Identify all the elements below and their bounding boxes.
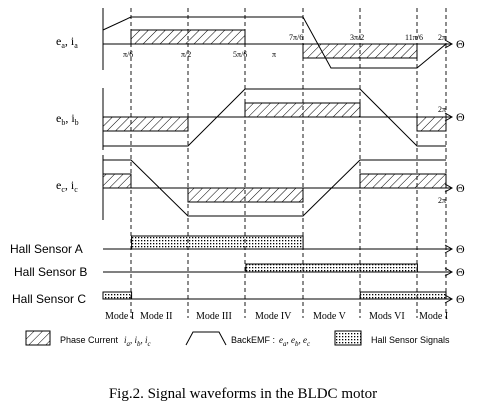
panel-c-tick-2pi: 2π — [438, 196, 446, 205]
hall-sensor-pulse-1-0 — [245, 263, 418, 273]
tick-3pi-2: 3π/2 — [350, 33, 364, 42]
panel-c-current-negative — [187, 187, 304, 203]
panel-c-x-arrow — [444, 183, 454, 193]
panel-a-theta: Θ — [456, 37, 465, 51]
tick-5pi-6: 5π/6 — [233, 50, 247, 59]
panel-c-theta: Θ — [456, 181, 465, 195]
panel-b-current-positive — [244, 102, 361, 118]
hall-sensor-arrow-0 — [444, 244, 454, 254]
legend-hall-label: Hall Sensor Signals — [371, 335, 450, 345]
hall-sensor-theta-0: Θ — [456, 242, 465, 256]
panel-a-label: ea, ia — [56, 34, 78, 50]
legend-hall-swatch — [334, 330, 362, 346]
tick-pi: π — [272, 50, 276, 59]
mode-label-3: Mode III — [196, 311, 232, 322]
mode-boundaries — [130, 8, 447, 318]
panel-b-current-negative — [102, 116, 189, 132]
hall-sensor-theta-1: Θ — [456, 265, 465, 279]
mode-label-1: Mode I — [105, 311, 134, 322]
legend-phase-current-swatch — [25, 330, 51, 346]
panel-c-current-positive — [359, 173, 447, 189]
legend-phase-current-label: Phase Current — [60, 335, 119, 345]
hall-sensor-theta-2: Θ — [456, 292, 465, 306]
legend: Phase Current ia, ib, ic BackEMF : ea, e… — [25, 330, 450, 348]
legend-backemf-label: BackEMF : — [231, 335, 275, 345]
panel-a-x-arrow — [444, 39, 454, 49]
tick-pi-6: π/6 — [123, 50, 133, 59]
panel-c: ec, ic Θ 2π — [56, 155, 465, 220]
hall-sensor-signals: Hall Sensor A Θ Hall Sensor B Θ Hall Sensor … — [10, 235, 465, 306]
figure-caption: Fig.2. Signal waveforms in the BLDC moto… — [109, 386, 377, 402]
panel-c-backemf — [103, 159, 446, 217]
hall-sensor-pulse-2-1 — [359, 291, 447, 300]
hall-sensor-label-1: Hall Sensor B — [14, 265, 87, 279]
panel-b-backemf — [103, 88, 446, 147]
hall-sensor-arrow-2 — [444, 294, 454, 304]
mode-label-7: Mode I — [419, 311, 448, 322]
panel-b-label: eb, ib — [56, 111, 79, 127]
mode-label-4: Mode IV — [255, 311, 292, 322]
hall-sensor-pulse-2-0 — [102, 291, 133, 300]
hall-sensor-pulse-0-0 — [131, 235, 304, 250]
panel-b-theta: Θ — [456, 110, 465, 124]
tick-7pi-6: 7π/6 — [289, 33, 303, 42]
panel-b: eb, ib Θ 2π — [56, 88, 465, 150]
tick-pi-2: π/2 — [181, 50, 191, 59]
legend-phase-current-vars: ia, ib, ic — [124, 335, 152, 348]
tick-11pi-6: 11π/6 — [405, 33, 423, 42]
panel-a-backemf — [102, 16, 447, 69]
legend-backemf-swatch — [185, 331, 227, 346]
hall-sensor-arrow-1 — [444, 267, 454, 277]
panel-b-x-arrow — [444, 112, 454, 122]
panel-c-current-positive-start — [102, 173, 132, 189]
hall-sensor-label-2: Hall Sensor C — [12, 292, 86, 306]
mode-labels: Mode I Mode II Mode III Mode IV Mode V M… — [105, 311, 448, 322]
panel-a: ea, ia Θ π/6 π/2 5π/6 π 7π/6 3π/2 11π/6 … — [56, 8, 465, 70]
panel-c-label: ec, ic — [56, 178, 78, 194]
panel-b-tick-2pi: 2π — [438, 105, 446, 114]
mode-label-2: Mode II — [140, 311, 173, 322]
mode-label-6: Mods VI — [369, 311, 405, 322]
mode-label-5: Mode V — [313, 311, 347, 322]
hall-sensor-label-0: Hall Sensor A — [10, 242, 83, 256]
legend-backemf-vars: ea, eb, ec — [279, 335, 311, 348]
tick-2pi: 2π — [438, 33, 446, 42]
panel-b-current-negative-end — [416, 116, 447, 132]
